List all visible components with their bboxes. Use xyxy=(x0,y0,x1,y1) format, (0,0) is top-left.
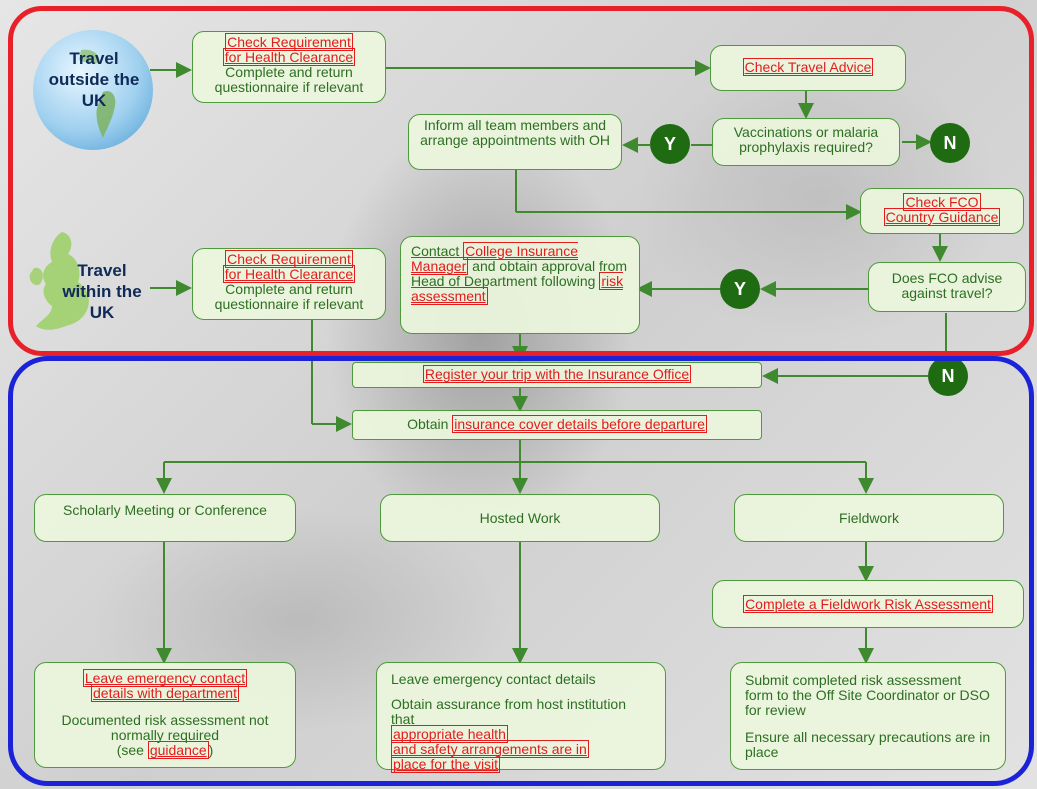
fco-guidance-link[interactable]: Check FCO xyxy=(903,193,981,211)
health-safety-link-2[interactable]: and safety arrangements are in xyxy=(391,740,589,758)
vaccinations-decision-box: Vaccinations or malaria prophylaxis requ… xyxy=(712,118,900,166)
health-clearance-outside-box: Check Requirement for Health Clearance C… xyxy=(192,31,386,103)
fco-guidance-box: Check FCO Country Guidance xyxy=(860,188,1024,234)
fieldwork-detail-box: Submit completed risk assessment form to… xyxy=(730,662,1006,770)
scholarly-meeting-box: Scholarly Meeting or Conference xyxy=(34,494,296,542)
obtain-insurance-box: Obtain insurance cover details before de… xyxy=(352,410,762,440)
guidance-link[interactable]: guidance xyxy=(147,741,209,759)
contact-insurance-box: Contact College Insurance Manager and ob… xyxy=(400,236,640,334)
travel-advice-link[interactable]: Check Travel Advice xyxy=(742,58,874,76)
college-insurance-manager-link[interactable]: College Insurance Manager xyxy=(411,242,578,275)
yes-circle-vaccinations: Y xyxy=(650,124,690,164)
hosted-work-box: Hosted Work xyxy=(380,494,660,542)
no-circle-fco: N xyxy=(928,356,968,396)
health-safety-link[interactable]: appropriate health xyxy=(391,725,508,743)
health-safety-link-3[interactable]: place for the visit xyxy=(391,755,501,773)
fieldwork-risk-link[interactable]: Complete a Fieldwork Risk Assessment xyxy=(743,595,993,613)
health-clearance-link[interactable]: Check Requirement xyxy=(225,33,353,51)
emergency-contact-link[interactable]: Leave emergency contact xyxy=(82,669,248,687)
health-clearance-within-link-2[interactable]: for Health Clearance xyxy=(222,265,356,283)
fieldwork-risk-box: Complete a Fieldwork Risk Assessment xyxy=(712,580,1024,628)
hosted-detail-box: Leave emergency contact details Obtain a… xyxy=(376,662,666,773)
register-trip-box: Register your trip with the Insurance Of… xyxy=(352,362,762,388)
no-circle-vaccinations: N xyxy=(930,123,970,163)
fco-advise-decision-box: Does FCO advise against travel? xyxy=(868,262,1026,312)
fieldwork-box: Fieldwork xyxy=(734,494,1004,542)
globe-icon xyxy=(33,30,153,150)
fco-guidance-link-2[interactable]: Country Guidance xyxy=(883,208,1001,226)
health-clearance-within-link[interactable]: Check Requirement xyxy=(225,250,353,268)
risk-assessment-link[interactable]: risk assessment xyxy=(411,272,624,305)
register-trip-link[interactable]: Register your trip with the Insurance Of… xyxy=(422,365,692,383)
inform-team-box: Inform all team members and arrange appo… xyxy=(408,114,622,170)
emergency-contact-link-2[interactable]: details with department xyxy=(91,684,239,702)
yes-circle-fco: Y xyxy=(720,269,760,309)
insurance-cover-link[interactable]: insurance cover details before departure xyxy=(452,415,707,433)
uk-map-icon xyxy=(29,232,89,330)
travel-outside-uk-label: Travel outside the UK xyxy=(48,49,140,110)
leave-emergency-dept-box: Leave emergency contact details with dep… xyxy=(34,662,296,768)
travel-advice-box: Check Travel Advice xyxy=(710,45,906,91)
health-clearance-within-box: Check Requirement for Health Clearance C… xyxy=(192,248,386,320)
travel-within-uk-label: Travel within the UK xyxy=(62,261,142,322)
health-clearance-link-2[interactable]: for Health Clearance xyxy=(222,48,356,66)
